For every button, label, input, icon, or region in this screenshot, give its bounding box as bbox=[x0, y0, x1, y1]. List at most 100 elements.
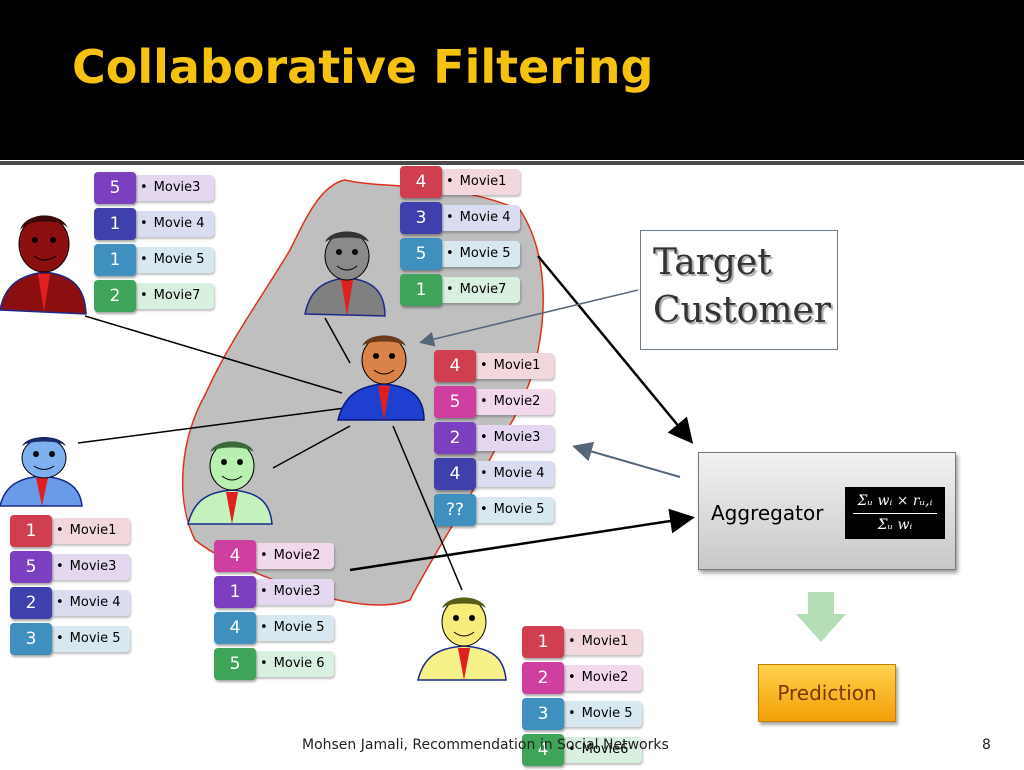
rating-score-badge: 2 bbox=[434, 422, 476, 454]
page-number: 8 bbox=[982, 737, 991, 753]
link-darkred-target bbox=[84, 315, 343, 394]
rating-row: Movie 5?? bbox=[434, 494, 556, 530]
movie-label: Movie2 bbox=[254, 543, 334, 569]
rating-row: Movie 44 bbox=[434, 458, 556, 494]
rating-row: Movie 53 bbox=[10, 623, 132, 659]
movie-label: Movie3 bbox=[474, 425, 554, 451]
link-green-target bbox=[272, 425, 351, 469]
link-blue-target bbox=[77, 407, 346, 444]
user-gray-avatar bbox=[304, 231, 386, 317]
footer-text: Mohsen Jamali, Recommendation in Social … bbox=[302, 737, 669, 753]
rating-row: Movie 42 bbox=[10, 587, 132, 623]
movie-label: Movie 4 bbox=[134, 211, 214, 237]
movie-label: Movie1 bbox=[474, 353, 554, 379]
rating-score-badge: ?? bbox=[434, 494, 476, 526]
user-target-avatar bbox=[337, 335, 425, 421]
rating-score-badge: 3 bbox=[400, 202, 442, 234]
movie-label: Movie 5 bbox=[254, 615, 334, 641]
arrow-target-label-to-user bbox=[419, 289, 639, 347]
ratings-target-user: Movie14Movie25Movie32Movie 44Movie 5?? bbox=[434, 350, 556, 530]
movie-label: Movie6 bbox=[562, 737, 642, 763]
arrow-green-to-aggregator bbox=[349, 508, 695, 572]
user-dark-red-avatar bbox=[0, 215, 87, 315]
rating-row: Movie 51 bbox=[94, 244, 216, 280]
rating-score-badge: 2 bbox=[522, 662, 564, 694]
movie-label: Movie3 bbox=[50, 554, 130, 580]
ratings-green-user: Movie24Movie31Movie 54Movie 65 bbox=[214, 540, 336, 684]
link-yellow-target bbox=[392, 425, 463, 591]
movie-label: Movie7 bbox=[440, 277, 520, 303]
movie-label: Movie 4 bbox=[440, 205, 520, 231]
ratings-blue-user: Movie11Movie35Movie 42Movie 53 bbox=[10, 515, 132, 659]
rating-score-badge: 4 bbox=[434, 350, 476, 382]
movie-label: Movie1 bbox=[562, 629, 642, 655]
rating-score-badge: 4 bbox=[214, 540, 256, 572]
rating-score-badge: 1 bbox=[94, 244, 136, 276]
aggregator-label: Aggregator bbox=[711, 501, 824, 525]
ratings-gray-user: Movie14Movie 43Movie 55Movie71 bbox=[400, 166, 522, 310]
movie-label: Movie 5 bbox=[440, 241, 520, 267]
rating-score-badge: 4 bbox=[522, 734, 564, 766]
user-green-avatar bbox=[187, 441, 273, 525]
ratings-dark-red-user: Movie35Movie 41Movie 51Movie72 bbox=[94, 172, 216, 316]
rating-score-badge: 5 bbox=[214, 648, 256, 680]
rating-score-badge: 5 bbox=[434, 386, 476, 418]
down-arrow-icon bbox=[796, 592, 846, 642]
movie-label: Movie 4 bbox=[50, 590, 130, 616]
prediction-box: Prediction bbox=[758, 664, 896, 722]
movie-label: Movie 5 bbox=[474, 497, 554, 523]
rating-score-badge: 1 bbox=[94, 208, 136, 240]
rating-score-badge: 4 bbox=[214, 612, 256, 644]
header-divider bbox=[0, 161, 1024, 165]
rating-score-badge: 1 bbox=[522, 626, 564, 658]
arrow-gray-to-aggregator bbox=[537, 255, 694, 444]
movie-label: Movie 6 bbox=[254, 651, 334, 677]
rating-score-badge: 2 bbox=[10, 587, 52, 619]
formula-denominator: Σᵤ wᵢ bbox=[877, 517, 913, 533]
link-gray-target bbox=[324, 317, 351, 364]
rating-score-badge: 3 bbox=[10, 623, 52, 655]
movie-label: Movie 5 bbox=[134, 247, 214, 273]
movie-label: Movie 4 bbox=[474, 461, 554, 487]
target-customer-box: Target Customer bbox=[640, 230, 838, 350]
rating-score-badge: 3 bbox=[522, 698, 564, 730]
rating-row: Movie 55 bbox=[400, 238, 522, 274]
rating-row: Movie 41 bbox=[94, 208, 216, 244]
movie-label: Movie3 bbox=[134, 175, 214, 201]
movie-label: Movie1 bbox=[440, 169, 520, 195]
rating-score-badge: 5 bbox=[10, 551, 52, 583]
movie-label: Movie2 bbox=[562, 665, 642, 691]
rating-score-badge: 1 bbox=[10, 515, 52, 547]
user-yellow-avatar bbox=[417, 597, 507, 681]
aggregator-box: Aggregator Σᵤ wᵢ × rᵤ,ᵢ Σᵤ wᵢ bbox=[698, 452, 956, 570]
movie-label: Movie 5 bbox=[562, 701, 642, 727]
arrow-aggregator-to-ratings bbox=[572, 441, 681, 478]
rating-score-badge: 1 bbox=[400, 274, 442, 306]
target-customer-label: Target Customer bbox=[653, 242, 831, 331]
rating-score-badge: 4 bbox=[400, 166, 442, 198]
title-bar: Collaborative Filtering bbox=[0, 0, 1024, 160]
movie-label: Movie 5 bbox=[50, 626, 130, 652]
movie-label: Movie3 bbox=[254, 579, 334, 605]
rating-row: Movie 43 bbox=[400, 202, 522, 238]
formula-numerator: Σᵤ wᵢ × rᵤ,ᵢ bbox=[857, 493, 933, 509]
rating-row: Movie 54 bbox=[214, 612, 336, 648]
user-blue-avatar bbox=[0, 437, 83, 507]
movie-label: Movie7 bbox=[134, 283, 214, 309]
rating-row: Movie 65 bbox=[214, 648, 336, 684]
movie-label: Movie1 bbox=[50, 518, 130, 544]
rating-row: Movie 53 bbox=[522, 698, 644, 734]
